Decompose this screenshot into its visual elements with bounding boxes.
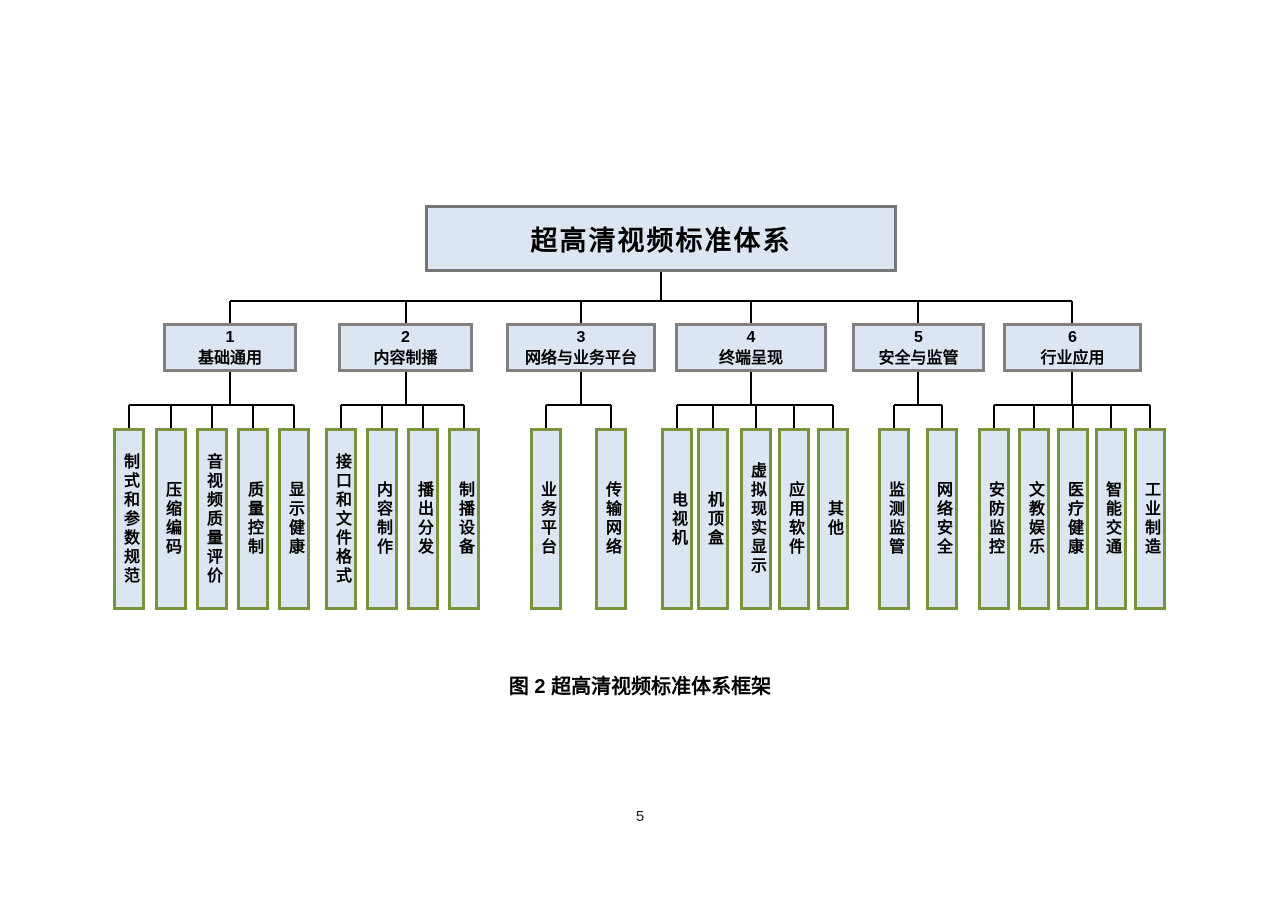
leaf-node: 虚拟现实显示 xyxy=(740,428,772,610)
branch-node-2: 2 内容制播 xyxy=(338,323,473,372)
branch-number: 4 xyxy=(746,328,756,346)
leaf-node: 文教娱乐 xyxy=(1018,428,1050,610)
branch-number: 3 xyxy=(576,328,586,346)
branch-label: 内容制播 xyxy=(373,349,438,367)
leaf-node: 业务平台 xyxy=(530,428,562,610)
leaf-node: 医疗健康 xyxy=(1057,428,1089,610)
leaf-node: 网络安全 xyxy=(926,428,958,610)
leaf-node: 压缩编码 xyxy=(155,428,187,610)
branch-number: 5 xyxy=(914,328,923,346)
leaf-node: 制式和参数规范 xyxy=(113,428,145,610)
leaf-node: 智能交通 xyxy=(1095,428,1127,610)
leaf-node: 播出分发 xyxy=(407,428,439,610)
leaf-node: 音视频质量评价 xyxy=(196,428,228,610)
branch-node-1: 1 基础通用 xyxy=(163,323,297,372)
branch-label: 基础通用 xyxy=(197,349,262,367)
leaf-node: 接口和文件格式 xyxy=(325,428,357,610)
leaf-node: 监测监管 xyxy=(878,428,910,610)
leaf-node: 机顶盒 xyxy=(697,428,729,610)
leaf-node: 传输网络 xyxy=(595,428,627,610)
leaf-node: 其他 xyxy=(817,428,849,610)
leaf-node: 安防监控 xyxy=(978,428,1010,610)
leaf-node: 电视机 xyxy=(661,428,693,610)
figure-caption: 图 2 超高清视频标准体系框架 xyxy=(508,676,772,698)
branch-number: 2 xyxy=(401,328,410,346)
leaf-node: 质量控制 xyxy=(237,428,269,610)
branch-node-4: 4 终端呈现 xyxy=(675,323,827,372)
branch-label: 网络与业务平台 xyxy=(524,349,637,367)
branch-node-6: 6 行业应用 xyxy=(1003,323,1142,372)
root-node: 超高清视频标准体系 xyxy=(425,205,897,272)
leaf-node: 制播设备 xyxy=(448,428,480,610)
leaf-node: 应用软件 xyxy=(778,428,810,610)
leaf-node: 内容制作 xyxy=(366,428,398,610)
branch-node-3: 3 网络与业务平台 xyxy=(506,323,656,372)
branch-label: 安全与监管 xyxy=(878,349,959,367)
page-number: 5 xyxy=(635,808,645,825)
branch-number: 1 xyxy=(225,328,235,346)
branch-number: 6 xyxy=(1068,328,1077,346)
leaf-node: 工业制造 xyxy=(1134,428,1166,610)
branch-node-5: 5 安全与监管 xyxy=(852,323,985,372)
branch-label: 行业应用 xyxy=(1040,349,1105,367)
leaf-node: 显示健康 xyxy=(278,428,310,610)
branch-label: 终端呈现 xyxy=(718,349,783,367)
